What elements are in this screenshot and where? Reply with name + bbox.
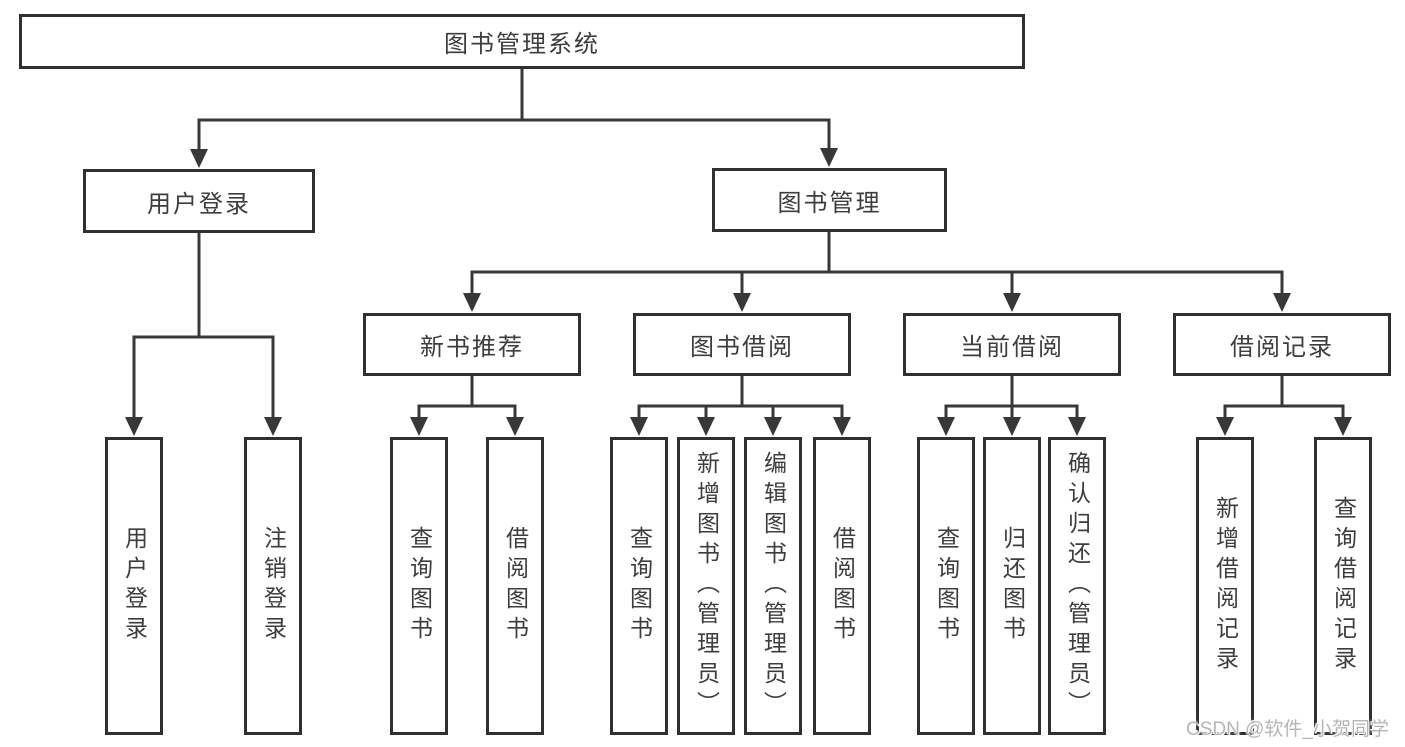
node-nb-query-book: 查询图书 [390, 437, 448, 735]
node-nb-borrow-book: 借阅图书 [486, 437, 544, 735]
arrow-b2 [506, 417, 524, 436]
arrow-c4 [833, 417, 851, 436]
node-new-book-recommend: 新书推荐 [363, 313, 581, 376]
node-bb-borrow-book: 借阅图书 [813, 437, 871, 735]
node-br-add-record: 新增借阅记录 [1196, 437, 1254, 735]
node-bb-edit-book: 编辑图书（管理员） [744, 437, 802, 735]
arrow-current-borrow [1003, 293, 1021, 312]
watermark: CSDN @软件_小贺同学 [1186, 719, 1389, 740]
arrow-d3 [1068, 417, 1086, 436]
node-ul-user-login: 用户登录 [105, 437, 163, 735]
arrow-c3 [764, 417, 782, 436]
arrow-new-book [463, 293, 481, 312]
connector-current-borrow-stub [944, 376, 1079, 420]
node-bb-add-book: 新增图书（管理员） [677, 437, 735, 735]
node-root-label: 图书管理系统 [444, 31, 600, 58]
node-new-book-recommend-label: 新书推荐 [420, 334, 524, 361]
node-cb-return-book: 归还图书 [983, 437, 1041, 735]
arrow-d1 [937, 417, 955, 436]
node-br-query-record: 查询借阅记录 [1314, 437, 1372, 735]
node-book-borrow: 图书借阅 [633, 313, 851, 376]
arrow-e2 [1334, 417, 1352, 436]
node-bb-query-book: 查询图书 [610, 437, 668, 735]
connector-borrow-record-stub [1223, 376, 1345, 420]
node-current-borrow-label: 当前借阅 [960, 334, 1064, 361]
node-borrow-record-label: 借阅记录 [1230, 334, 1334, 361]
arrow-c1 [630, 417, 648, 436]
arrowheads [125, 148, 1352, 436]
arrow-d2 [1003, 417, 1021, 436]
arrow-book-borrow [733, 293, 751, 312]
connector-book-borrow-stub [637, 376, 844, 420]
connector-new-book-stub [417, 376, 517, 420]
node-user-login: 用户登录 [83, 169, 315, 233]
node-book-borrow-label: 图书借阅 [690, 334, 794, 361]
arrow-a2 [264, 417, 282, 436]
node-current-borrow: 当前借阅 [903, 313, 1121, 376]
arrow-user-login [190, 149, 208, 168]
node-borrow-record: 借阅记录 [1173, 313, 1391, 376]
arrow-c2 [697, 417, 715, 436]
node-book-management-label: 图书管理 [777, 189, 882, 217]
arrow-b1 [410, 417, 428, 436]
node-cb-confirm-return: 确认归还（管理员） [1048, 437, 1106, 735]
node-user-login-label: 用户登录 [147, 190, 251, 218]
arrow-e1 [1216, 417, 1234, 436]
arrow-book-management [820, 148, 838, 167]
node-book-management: 图书管理 [712, 168, 947, 232]
arrow-a1 [125, 417, 143, 436]
node-cb-query-book: 查询图书 [917, 437, 975, 735]
arrow-borrow-record [1273, 293, 1291, 312]
node-ul-logout: 注销登录 [244, 437, 302, 735]
node-root: 图书管理系统 [19, 14, 1025, 69]
